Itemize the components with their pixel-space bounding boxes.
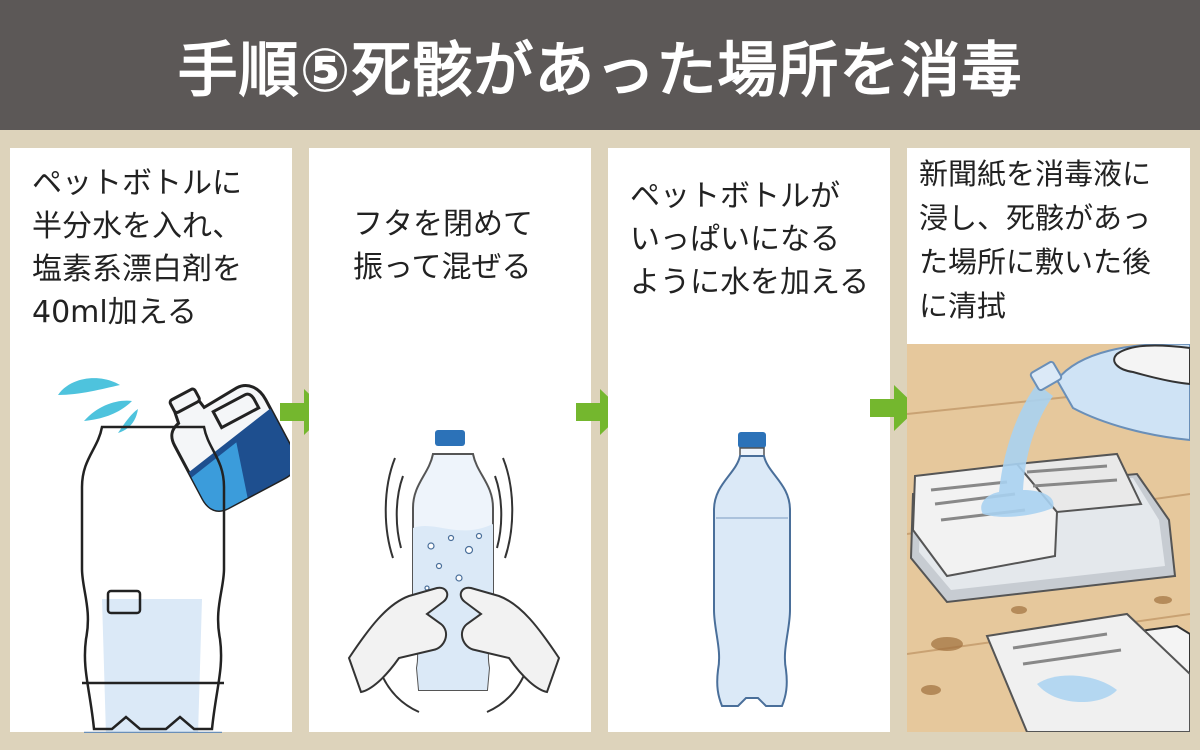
- right-arrow-icon: [870, 385, 918, 431]
- step-panel-4: 新聞紙を消毒液に 浸し、死骸があっ た場所に敷いた後 に清拭: [907, 148, 1190, 732]
- stain-spots: [921, 596, 1172, 695]
- header-bar: 手順⑤死骸があった場所を消毒: [0, 0, 1200, 130]
- step-4-line: た場所に敷いた後: [919, 245, 1152, 279]
- water-splash-icon: [58, 378, 138, 433]
- step-4-line: 浸し、死骸があっ: [919, 201, 1152, 235]
- plastic-bottle-icon: [80, 425, 226, 733]
- newspaper-icon: [985, 612, 1190, 732]
- step-1-line: 塩素系漂白剤を: [32, 252, 242, 287]
- full-bottle-illustration: [713, 432, 791, 707]
- step-3-line: いっぱいになる: [630, 222, 840, 257]
- step-2-line: 振って混ぜる: [353, 250, 532, 285]
- water-pour-icon: [981, 384, 1054, 517]
- step-4-line: に清拭: [919, 289, 1007, 323]
- step-1-line: 半分水を入れ、: [32, 209, 243, 244]
- plastic-bottle-icon: [713, 432, 791, 707]
- disinfect-scene-illustration: [907, 344, 1190, 732]
- glove-icon: [347, 586, 561, 694]
- step-3-line: ペットボトルが: [630, 179, 840, 214]
- step-4-line: 新聞紙を消毒液に: [919, 157, 1152, 191]
- step-panel-3: ペットボトルが いっぱいになる ように水を加える: [608, 148, 890, 732]
- shaking-bottle-illustration: [347, 430, 561, 713]
- step-1-line: 40ml加える: [32, 295, 197, 330]
- bottle-and-bleach-illustration: [58, 378, 290, 733]
- step-2-text: フタを閉めて 振って混ぜる: [353, 203, 533, 289]
- bleach-container-icon: [168, 384, 290, 512]
- step-panel-1: ペットボトルに 半分水を入れ、 塩素系漂白剤を 40ml加える: [10, 148, 292, 733]
- step-2-line: フタを閉めて: [353, 207, 533, 242]
- step-4-text: 新聞紙を消毒液に 浸し、死骸があっ た場所に敷いた後 に清拭: [919, 152, 1151, 328]
- water-puddle: [1037, 675, 1117, 703]
- page-title: 手順⑤死骸があった場所を消毒: [177, 35, 1023, 106]
- step-1-text: ペットボトルに 半分水を入れ、 塩素系漂白剤を 40ml加える: [32, 162, 242, 334]
- step-3-text: ペットボトルが いっぱいになる ように水を加える: [630, 175, 869, 304]
- step-1-line: ペットボトルに: [32, 166, 242, 201]
- step-3-line: ように水を加える: [630, 265, 870, 300]
- step-panel-2: フタを閉めて 振って混ぜる: [309, 148, 591, 732]
